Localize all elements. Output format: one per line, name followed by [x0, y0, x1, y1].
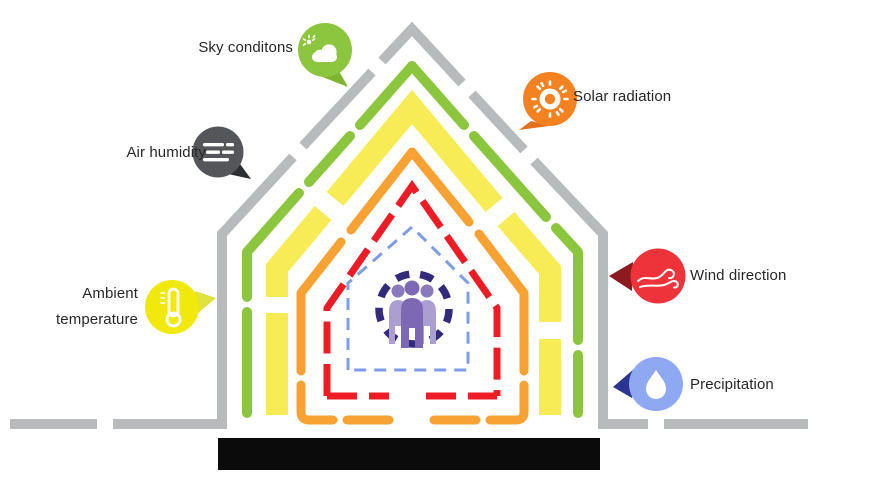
- pin-sky-conditions: [298, 23, 352, 87]
- house-layer-green: [242, 61, 583, 418]
- wind-pin-pointer: [609, 262, 633, 291]
- pin-wind-direction: [609, 248, 686, 304]
- pin-solar-radiation: [519, 72, 577, 130]
- solar-pin-pointer: [519, 121, 549, 130]
- house-layer-red: [323, 179, 501, 400]
- occupant-zone: [375, 270, 453, 348]
- pin-ambient-temperature: [145, 280, 216, 334]
- label-wind-direction: Wind direction: [690, 267, 787, 284]
- pin-precipitation: [613, 357, 683, 411]
- people-group-icon: [389, 280, 436, 348]
- mist-lines-icon: [203, 143, 234, 162]
- thermometer-icon: [160, 287, 182, 328]
- label-ambient-line1: Ambient: [82, 285, 138, 302]
- precipitation-pin-pointer: [613, 369, 634, 398]
- label-air-humidity: Air humidity: [126, 144, 206, 161]
- sun-icon: [531, 80, 569, 118]
- sun-cloud-icon: [302, 34, 337, 63]
- house-layer-orange: [296, 147, 529, 425]
- wind-pin-circle: [630, 248, 686, 304]
- label-solar-radiation: Solar radiation: [573, 88, 672, 105]
- humidity-pin-pointer: [228, 164, 251, 179]
- label-precipitation: Precipitation: [690, 376, 774, 393]
- temperature-pin-circle: [145, 280, 199, 334]
- label-sky-conditions: Sky conditons: [198, 39, 293, 56]
- water-drop-icon: [646, 370, 666, 399]
- house-layer-yellow: [266, 89, 561, 415]
- house-layer-blue: [346, 224, 470, 372]
- wind-swirl-icon: [637, 268, 679, 289]
- label-ambient-line2: temperature: [56, 311, 138, 328]
- label-ambient-temperature: Ambient temperature: [56, 281, 138, 333]
- temperature-pin-pointer: [195, 291, 216, 314]
- foundation-bar: [218, 438, 600, 470]
- occupant-dashed-circle: [375, 270, 453, 348]
- pin-air-humidity: [192, 126, 251, 179]
- house-layer-gray-shell: [10, 21, 808, 429]
